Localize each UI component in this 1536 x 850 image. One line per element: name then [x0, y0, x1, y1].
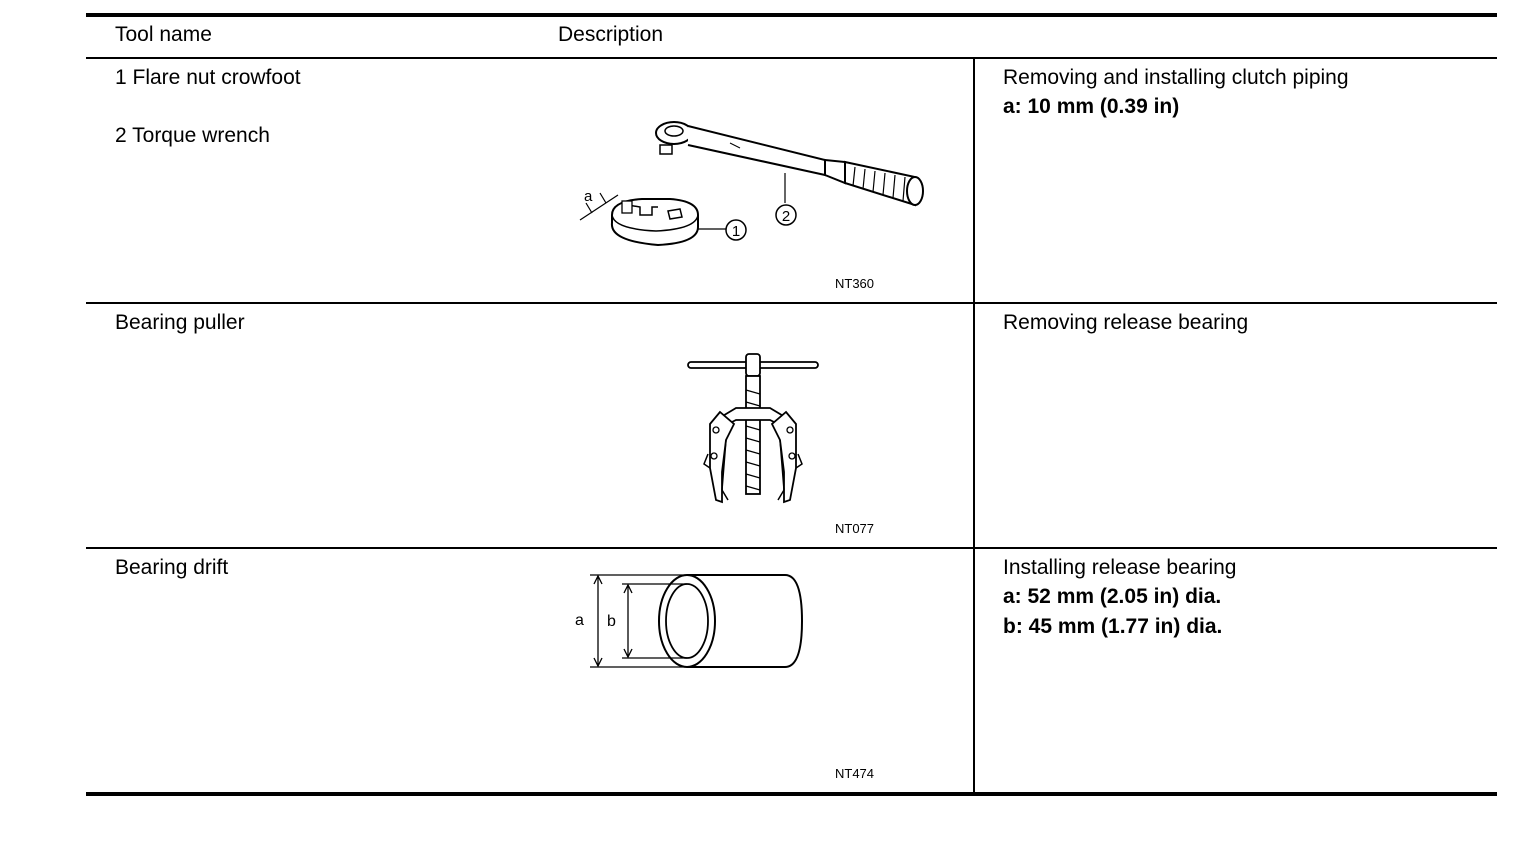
figure-code-nt077: NT077 — [835, 521, 875, 536]
spec-b-45mm: b: 45 mm (1.77 in) dia. — [1003, 615, 1223, 638]
header-divider — [86, 57, 1497, 59]
header-description: Description — [558, 23, 664, 46]
usage-remove-release-bearing: Removing release bearing — [1003, 311, 1249, 334]
tool-name-bearing-puller: Bearing puller — [115, 311, 245, 334]
callout-1-label: 1 — [732, 223, 740, 240]
table-bottom-rule — [86, 792, 1497, 796]
usage-install-release-bearing: Installing release bearing — [1003, 556, 1237, 579]
row-divider-1 — [86, 302, 1497, 304]
spec-a-52mm: a: 52 mm (2.05 in) dia. — [1003, 585, 1222, 608]
bearing-drift-illustration: a b — [575, 574, 804, 668]
flare-nut-crowfoot-torque-wrench-illustration: 2 a 1 — [579, 121, 924, 247]
figure-code-nt360: NT360 — [835, 276, 875, 291]
dimension-a-label: a — [584, 188, 593, 205]
column-divider — [973, 58, 975, 794]
row-divider-2 — [86, 547, 1497, 549]
tool-name-flare-nut-crowfoot: 1 Flare nut crowfoot — [115, 66, 301, 89]
tool-name-torque-wrench: 2 Torque wrench — [115, 124, 270, 147]
figure-code-nt474: NT474 — [835, 766, 875, 781]
tool-name-bearing-drift: Bearing drift — [115, 556, 229, 579]
dimension-b-inner-label: b — [607, 613, 616, 630]
usage-clutch-piping: Removing and installing clutch piping — [1003, 66, 1349, 89]
dimension-a-outer-label: a — [575, 612, 584, 629]
table-top-rule — [86, 13, 1497, 17]
bearing-puller-illustration — [687, 353, 819, 504]
header-tool-name: Tool name — [115, 23, 212, 46]
callout-2-label: 2 — [782, 208, 790, 225]
spec-a-10mm: a: 10 mm (0.39 in) — [1003, 95, 1180, 118]
